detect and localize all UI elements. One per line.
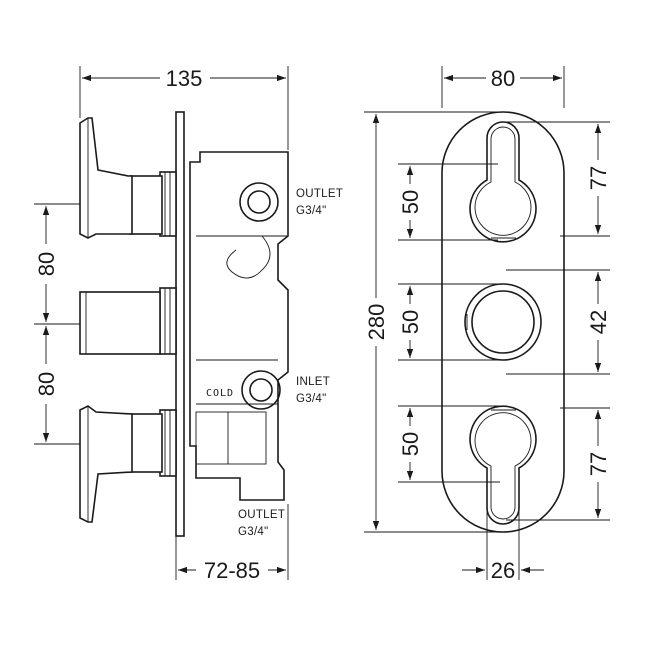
- inlet-label: INLET: [296, 376, 330, 388]
- dim-bottom-offset: 77: [586, 452, 611, 476]
- dim-wall-depth: 72-85: [204, 558, 260, 583]
- cold-label: COLD: [206, 388, 234, 399]
- top-handle-side: [79, 117, 177, 239]
- inlet-port: [241, 370, 281, 410]
- dim-top-handle: 50: [398, 190, 423, 214]
- dim-bottom-handle: 50: [398, 432, 423, 456]
- dim-middle-handle: 50: [398, 310, 423, 334]
- middle-knob-front: [464, 283, 542, 361]
- outlet-bottom-size: G3/4": [238, 526, 269, 538]
- valve-body: [189, 151, 289, 501]
- front-plate: [441, 111, 565, 533]
- bottom-handle-side: [79, 405, 177, 523]
- side-view: 135 72-85 80 80 OUTLET G3/4" INLET G3/4"…: [34, 66, 343, 583]
- dim-plate-width: 80: [491, 66, 515, 91]
- inlet-size: G3/4": [296, 393, 327, 405]
- dim-plate-height: 280: [364, 304, 389, 341]
- top-outlet-port: [239, 182, 279, 222]
- front-view: 80 280 50 50 50 77 4: [364, 66, 611, 583]
- outlet-bottom-label: OUTLET: [238, 509, 285, 521]
- outlet-top-size: G3/4": [296, 205, 327, 217]
- dim-width-total: 135: [166, 66, 203, 91]
- dim-spacing-top: 80: [34, 252, 59, 276]
- dim-top-offset: 77: [586, 166, 611, 190]
- top-handle-front: [469, 121, 537, 243]
- middle-knob-side: [79, 287, 177, 355]
- bottom-handle-front: [469, 405, 537, 525]
- dim-spacing-bottom: 80: [34, 372, 59, 396]
- wall-plate: [175, 111, 185, 537]
- dim-bottom-width: 26: [491, 558, 515, 583]
- outlet-top-label: OUTLET: [296, 188, 343, 200]
- dim-middle-diameter: 42: [586, 310, 611, 334]
